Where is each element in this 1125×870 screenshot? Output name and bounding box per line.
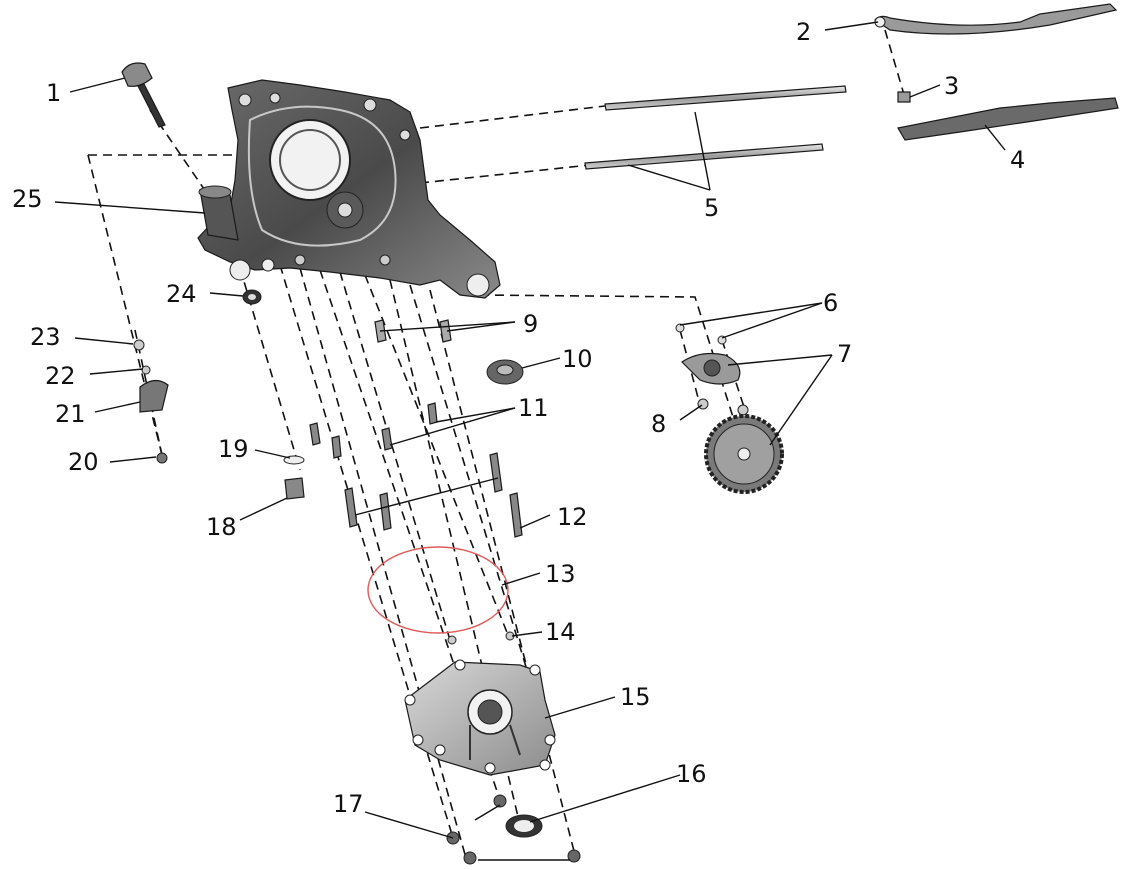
callout-labels: 1 2 3 4 5 6 7 8 9 10 11 12 13 14 15 16 1…	[12, 18, 1025, 818]
callout-1: 1	[46, 79, 61, 107]
cover-plate	[404, 659, 556, 776]
callout-23: 23	[30, 323, 61, 351]
callout-2: 2	[796, 18, 811, 46]
callout-21: 21	[55, 400, 86, 428]
callout-25: 25	[12, 185, 43, 213]
callout-9: 9	[523, 310, 538, 338]
callout-14: 14	[545, 618, 576, 646]
callout-17: 17	[333, 790, 364, 818]
leader-lines	[54, 21, 1006, 861]
bolt-3	[897, 91, 911, 103]
callout-8: 8	[651, 410, 666, 438]
dipstick	[121, 62, 166, 128]
callout-19: 19	[218, 435, 249, 463]
callout-6: 6	[823, 289, 838, 317]
callout-16: 16	[676, 760, 707, 788]
seal-16	[505, 814, 543, 838]
washer-24	[242, 289, 262, 305]
callout-24: 24	[166, 280, 197, 308]
tensioner-blade	[897, 97, 1119, 141]
callout-10: 10	[562, 345, 593, 373]
oil-pump-assembly	[675, 323, 784, 494]
bolts-11-12	[309, 402, 523, 538]
callout-15: 15	[620, 683, 651, 711]
callout-4: 4	[1010, 146, 1025, 174]
o-ring	[367, 546, 509, 634]
callout-11: 11	[518, 394, 549, 422]
shafts	[584, 85, 847, 170]
callout-18: 18	[206, 513, 237, 541]
callout-22: 22	[45, 362, 76, 390]
chain-guide-upper	[874, 3, 1118, 35]
bracket-stack	[133, 339, 169, 464]
callout-20: 20	[68, 448, 99, 476]
callout-7: 7	[837, 340, 852, 368]
drain-plug	[283, 455, 305, 500]
callout-5: 5	[704, 194, 719, 222]
dowels-14	[447, 631, 515, 645]
collar-10	[486, 359, 524, 385]
crankcase-half	[197, 79, 501, 299]
callout-3: 3	[944, 72, 959, 100]
callout-12: 12	[557, 503, 588, 531]
callout-13: 13	[545, 560, 576, 588]
